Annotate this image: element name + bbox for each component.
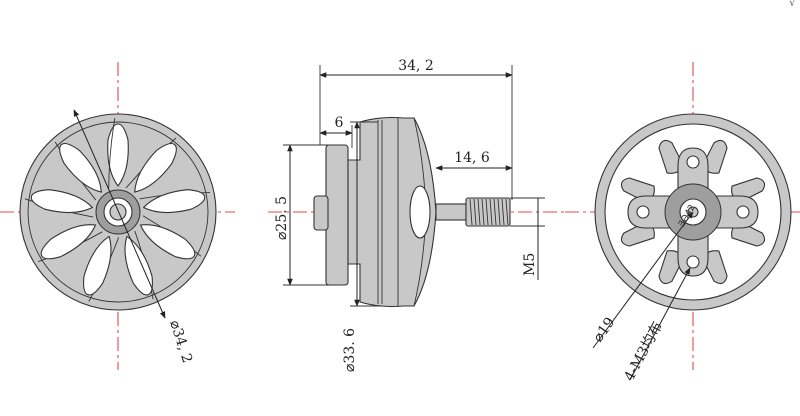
thread-line bbox=[481, 198, 485, 226]
side-rear-boss bbox=[313, 195, 329, 231]
mount-hole-bottom bbox=[686, 255, 700, 269]
thread-line bbox=[477, 198, 481, 226]
mount-hole-top bbox=[686, 155, 700, 169]
thread-line bbox=[489, 198, 493, 226]
rear-view: ƎƏ42 ⌀19 4-M3均布 bbox=[565, 62, 800, 384]
thread-lines bbox=[469, 198, 509, 226]
thread-line bbox=[497, 198, 501, 226]
mount-hole-left bbox=[636, 205, 650, 219]
mount-holes-label: 4-M3均布 bbox=[621, 319, 666, 384]
front-diameter-label: ⌀34, 2 bbox=[166, 318, 195, 365]
thread-line bbox=[473, 198, 477, 226]
side-shaft bbox=[435, 203, 467, 221]
thread-line bbox=[469, 198, 473, 226]
thread-line bbox=[485, 198, 489, 226]
side-bell-hub bbox=[409, 185, 431, 239]
mount-hole-right bbox=[736, 205, 750, 219]
mount-holes-leader bbox=[629, 267, 691, 381]
shaft-thread-label: M5 bbox=[522, 253, 538, 276]
side-shaft-thread bbox=[465, 197, 511, 227]
front-view: ⌀34, 2 bbox=[0, 62, 235, 370]
length-total-label: 34, 2 bbox=[398, 58, 434, 74]
flange-thickness-label: 6 bbox=[335, 115, 344, 131]
side-flange bbox=[325, 144, 349, 286]
thread-line bbox=[505, 198, 509, 226]
mount-circle-leader bbox=[592, 211, 694, 349]
shaft-length-label: 14, 6 bbox=[454, 150, 490, 166]
corner-check-icon: √ bbox=[788, 0, 796, 9]
front-diameter-leader bbox=[73, 109, 166, 319]
bell-diameter-label: ⌀33. 6 bbox=[342, 328, 358, 372]
side-view: 34, 2 6 ⌀25. 5 ⌀33. 6 14, 6 bbox=[268, 58, 565, 372]
front-shaft-end bbox=[109, 203, 127, 221]
thread-line bbox=[493, 198, 497, 226]
flange-diameter-label: ⌀25. 5 bbox=[274, 196, 290, 240]
thread-line bbox=[501, 198, 505, 226]
